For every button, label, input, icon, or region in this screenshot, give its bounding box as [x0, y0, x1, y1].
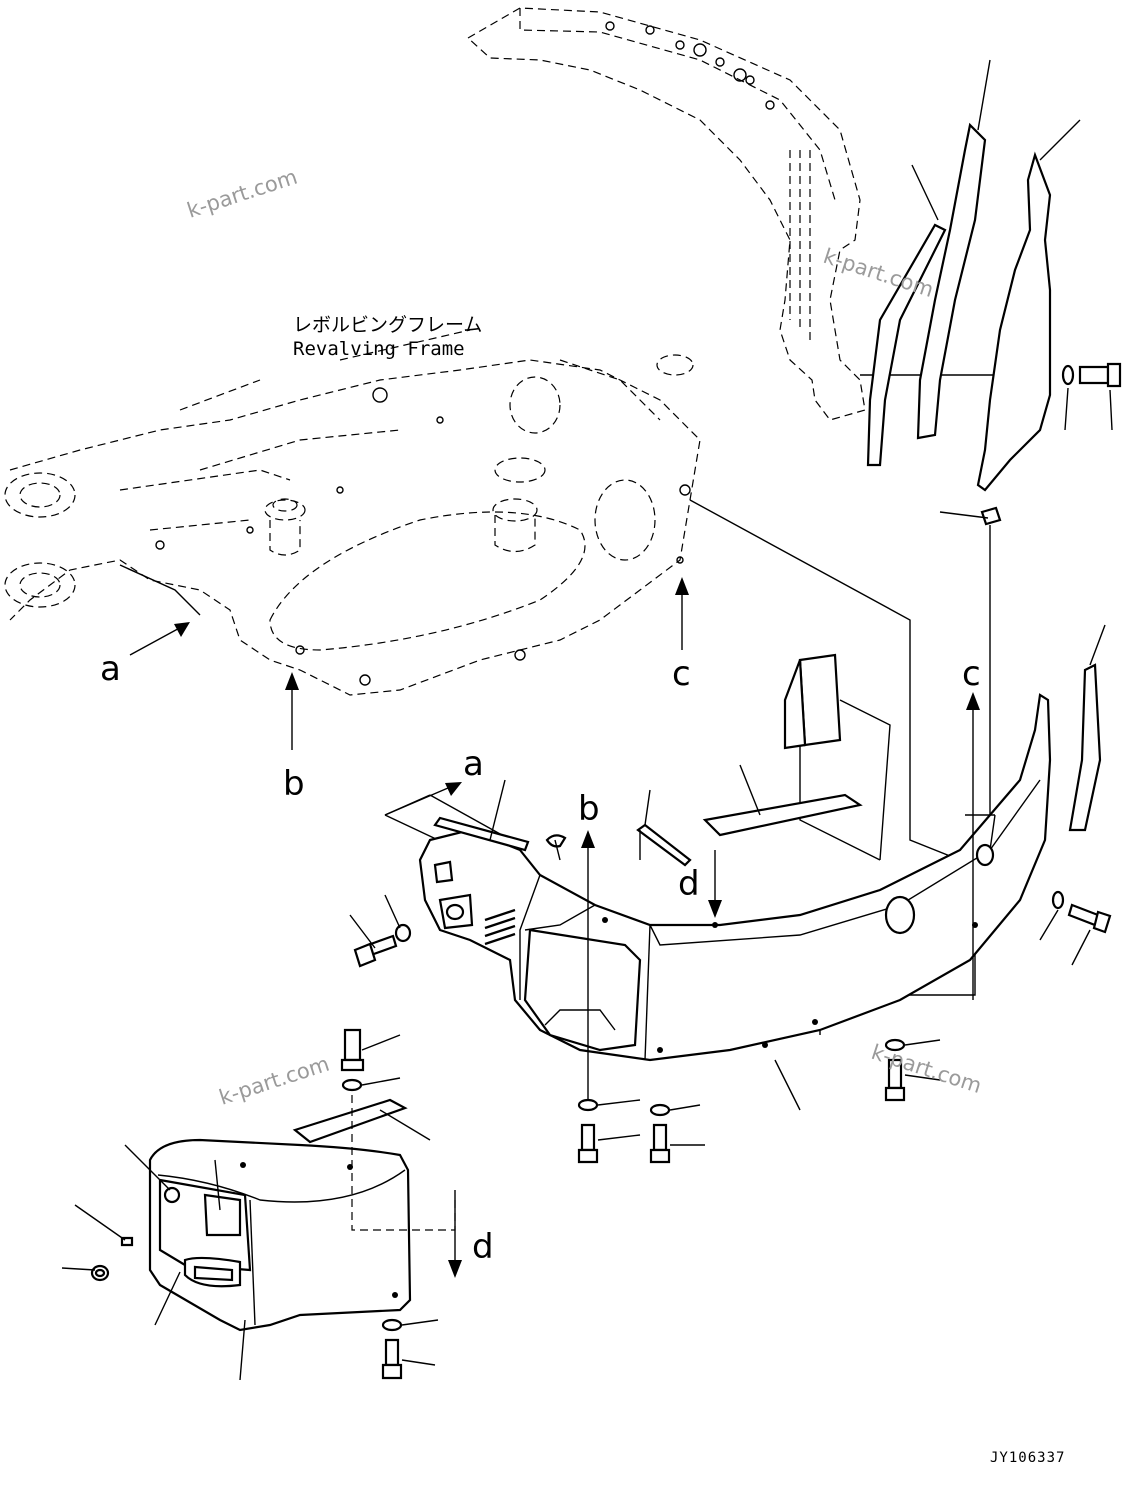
arrow-d-cw: [708, 850, 722, 918]
arrow-b-cw: [581, 830, 595, 1100]
hook-clip: [545, 834, 567, 861]
counterweight-bolt-right: [1039, 890, 1112, 966]
counterweight-bolt-left: [349, 894, 412, 968]
arrow-a-frame: [129, 622, 190, 656]
side-plate-left: [866, 223, 947, 467]
label-b-frame: b: [283, 764, 305, 804]
arrow-c-frame: [675, 577, 689, 650]
label-d-counterweight: d: [678, 864, 700, 904]
counterweight-block: [783, 653, 891, 861]
label-a-frame: a: [100, 649, 121, 689]
revolving-frame: [4, 7, 866, 696]
counterweight-bolt-bottom: [577, 1038, 941, 1164]
watermark: k-part.com: [216, 1052, 332, 1110]
side-plate-right: [976, 151, 1052, 492]
wire-bracket: [636, 789, 692, 867]
watermark: k-part.com: [184, 165, 300, 223]
rear-cover: [148, 1138, 412, 1332]
title-english: Revalving Frame: [293, 338, 465, 360]
side-plate-middle: [916, 122, 987, 440]
label-b-counterweight: b: [578, 789, 600, 829]
arrow-c-cw: [966, 692, 980, 1000]
arrow-d-cover: [448, 1190, 462, 1278]
label-c-frame: c: [672, 654, 691, 694]
small-clip: [980, 506, 1002, 526]
cover-hardware: [61, 1028, 456, 1381]
arrow-a-cw: [384, 782, 462, 816]
cover-small-plate: [292, 1098, 431, 1144]
title-japanese: レボルビングフレーム: [293, 314, 482, 336]
label-a-counterweight: a: [463, 744, 484, 784]
arrow-b-frame: [285, 672, 299, 750]
label-c-counterweight: c: [962, 654, 981, 694]
seal-strip: [433, 779, 530, 852]
drawing-code: JY106337: [990, 1450, 1065, 1466]
side-bolt: [1061, 362, 1122, 388]
label-d-cover: d: [472, 1227, 494, 1267]
right-end-strip: [1068, 624, 1106, 832]
counterweight: [418, 693, 1052, 1062]
cover-plate-top: [702, 764, 863, 837]
